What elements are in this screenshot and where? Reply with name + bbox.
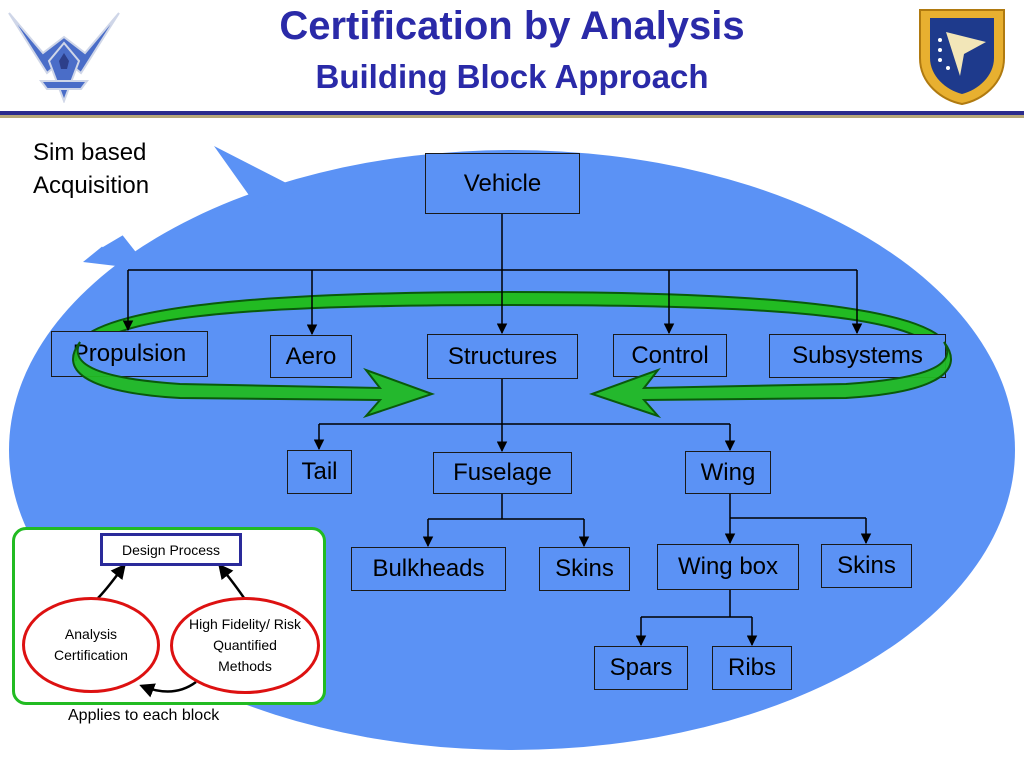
bulkheads-label: Bulkheads (372, 555, 485, 582)
vehicle-box: Vehicle (425, 153, 580, 214)
propulsion-label: Propulsion (72, 340, 187, 367)
wing-box-node: Wing (685, 451, 771, 494)
analysis-certification-ellipse: Analysis Certification (22, 597, 160, 693)
air-force-wings-logo (8, 12, 120, 103)
analysis-certification-label: Analysis Certification (54, 626, 128, 663)
slide-title: Certification by Analysis (279, 4, 745, 48)
wingbox-box: Wing box (657, 544, 799, 590)
aero-box: Aero (270, 335, 352, 378)
inset-caption: Applies to each block (68, 707, 220, 724)
spars-box: Spars (594, 646, 688, 690)
tail-box: Tail (287, 450, 352, 494)
wing-skins-label: Skins (837, 552, 896, 579)
spars-label: Spars (609, 654, 673, 681)
fuselage-skins-box: Skins (539, 547, 630, 591)
vehicle-label: Vehicle (463, 169, 542, 197)
fuselage-label: Fuselage (453, 459, 552, 486)
wing-label: Wing (700, 458, 756, 486)
high-fidelity-ellipse: High Fidelity/ Risk Quantified Methods (170, 597, 320, 694)
fuselage-box: Fuselage (433, 452, 572, 494)
subsystems-box: Subsystems (769, 334, 946, 378)
wingbox-label: Wing box (677, 553, 779, 580)
callout-tail (83, 232, 150, 270)
air-force-research-laboratory-shield (919, 9, 1005, 106)
aero-label: Aero (285, 342, 337, 370)
callout-text: Sim based Acquisition (33, 139, 150, 199)
tail-label: Tail (301, 458, 338, 485)
subsystems-label: Subsystems (792, 342, 923, 369)
structures-label: Structures (447, 342, 558, 370)
propulsion-box: Propulsion (51, 331, 208, 377)
title-rule (0, 111, 1024, 115)
callout-tail (214, 146, 300, 208)
ribs-label: Ribs (727, 654, 776, 681)
structures-box: Structures (427, 334, 578, 379)
bulkheads-box: Bulkheads (351, 547, 506, 591)
title-rule-accent (0, 115, 1024, 118)
control-label: Control (631, 341, 709, 369)
control-box: Control (613, 334, 727, 377)
design-process-box: Design Process (100, 533, 242, 566)
wing-skins-box: Skins (821, 544, 912, 588)
fuselage-skins-label: Skins (555, 555, 614, 582)
ribs-box: Ribs (712, 646, 792, 690)
slide-subtitle: Building Block Approach (315, 58, 709, 95)
high-fidelity-label: High Fidelity/ Risk Quantified Methods (188, 616, 302, 674)
